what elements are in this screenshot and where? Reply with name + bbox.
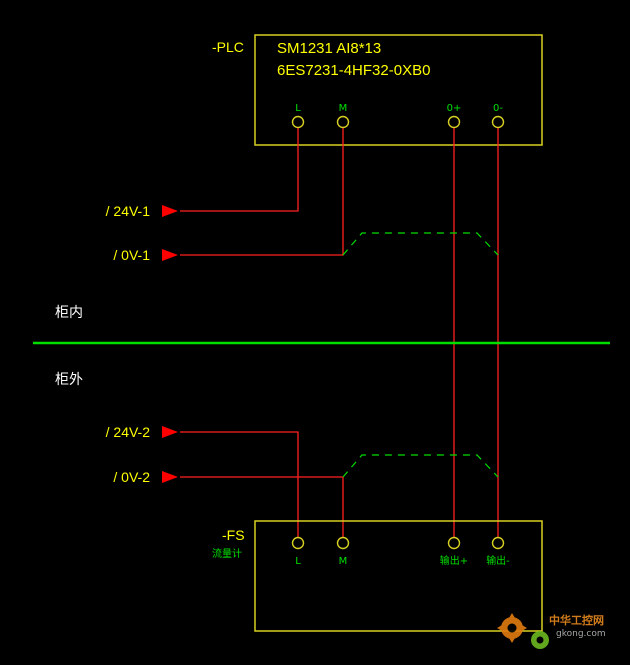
arrow-24v-2 (162, 426, 178, 438)
fs-terminal-out-minus (491, 536, 505, 550)
signal-0v-2: / 0V-2 (113, 469, 150, 485)
fs-name: 流量计 (212, 547, 242, 560)
plc-terminal-label-m: M (339, 103, 348, 114)
plc-terminal-m (336, 115, 350, 129)
fs-terminal-label-l: L (295, 556, 301, 567)
plc-terminal-0plus (447, 115, 461, 129)
wires (180, 128, 499, 537)
signal-0v-1: / 0V-1 (113, 247, 150, 263)
plc-terminal-0minus (491, 115, 505, 129)
plc-order-number: 6ES7231-4HF32-0XB0 (277, 62, 430, 79)
zone-outside-label: 柜外 (55, 372, 83, 388)
gear-icon (497, 613, 549, 649)
flow-sensor-box (254, 520, 543, 632)
plc-model: SM1231 AI8*13 (277, 40, 381, 57)
plc-terminal-label-0plus: 0+ (447, 103, 462, 114)
fs-terminal-label-out-minus: 输出- (486, 554, 510, 567)
plc-terminal-label-0minus: 0- (493, 103, 503, 114)
signal-24v-2: / 24V-2 (106, 424, 151, 440)
fs-terminal-label-m: M (339, 556, 348, 567)
plc-tag: -PLC (212, 39, 244, 55)
cable-shields (342, 232, 499, 478)
plc-terminal-label-l: L (295, 103, 301, 114)
arrow-0v-2 (162, 471, 178, 483)
arrow-24v-1 (162, 205, 178, 217)
plc-module-box (254, 34, 543, 146)
shield-lower (342, 454, 499, 478)
plc-terminal-l (291, 115, 305, 129)
fs-terminal-out-plus (447, 536, 461, 550)
watermark-title: 中华工控网 (549, 613, 604, 627)
fs-terminal-l (291, 536, 305, 550)
watermark-url: gkong.com (556, 629, 606, 639)
fs-terminal-m (336, 536, 350, 550)
fs-terminal-label-out-plus: 输出+ (440, 554, 468, 567)
shield-upper (342, 232, 499, 256)
zone-inside-label: 柜内 (55, 305, 83, 321)
wire-24v-2 (180, 431, 299, 537)
fs-tag: -FS (222, 527, 245, 543)
terminals (291, 115, 505, 550)
signal-24v-1: / 24V-1 (106, 203, 151, 219)
arrow-0v-1 (162, 249, 178, 261)
arrows (162, 205, 178, 483)
wire-0v-1 (180, 128, 344, 256)
wire-24v-1 (180, 128, 299, 212)
gkong-watermark: 中华工控网 gkong.com (497, 613, 606, 649)
wire-0v-2 (180, 476, 344, 537)
